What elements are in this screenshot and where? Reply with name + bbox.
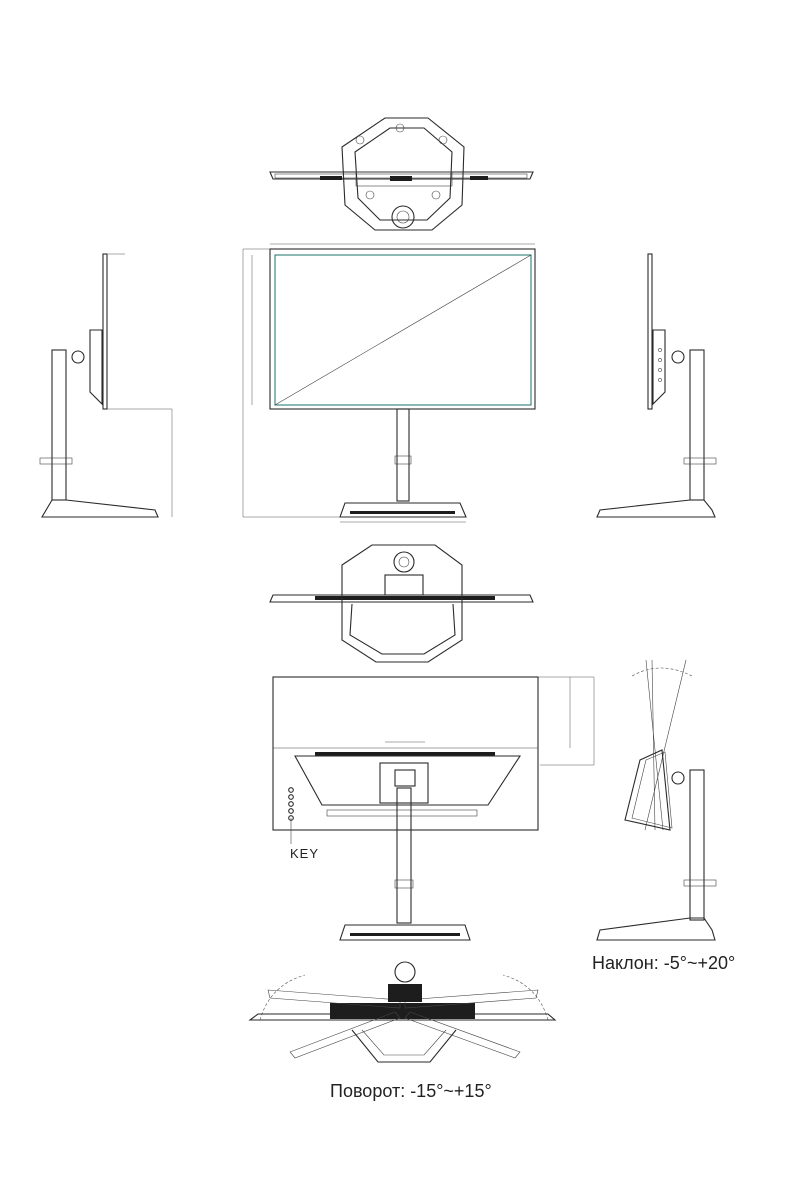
swivel-view bbox=[250, 962, 555, 1062]
tilt-view bbox=[597, 660, 716, 940]
key-label: KEY bbox=[290, 846, 319, 861]
top-view bbox=[270, 118, 533, 230]
bottom-view bbox=[270, 545, 533, 662]
back-view bbox=[273, 677, 594, 940]
tilt-range-label: Наклон: -5°~+20° bbox=[592, 953, 735, 974]
left-side-view bbox=[40, 254, 172, 517]
swivel-range-label: Поворот: -15°~+15° bbox=[330, 1081, 492, 1102]
right-side-view bbox=[597, 254, 716, 517]
front-view bbox=[243, 244, 535, 522]
